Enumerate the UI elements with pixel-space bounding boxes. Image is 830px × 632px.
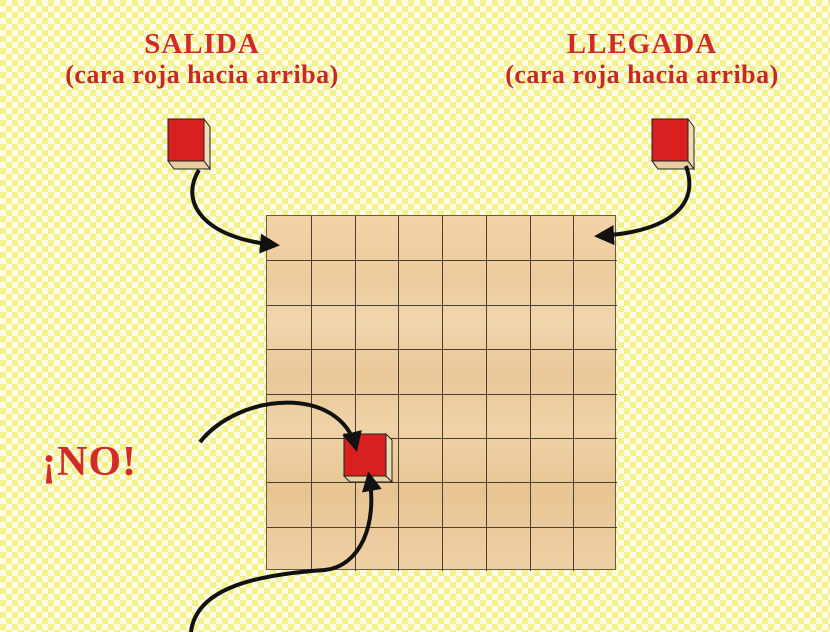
finish-arrow xyxy=(598,166,689,236)
no-bottom-arrow xyxy=(191,475,371,632)
start-arrow xyxy=(192,170,276,245)
no-top-arrow xyxy=(200,403,356,448)
